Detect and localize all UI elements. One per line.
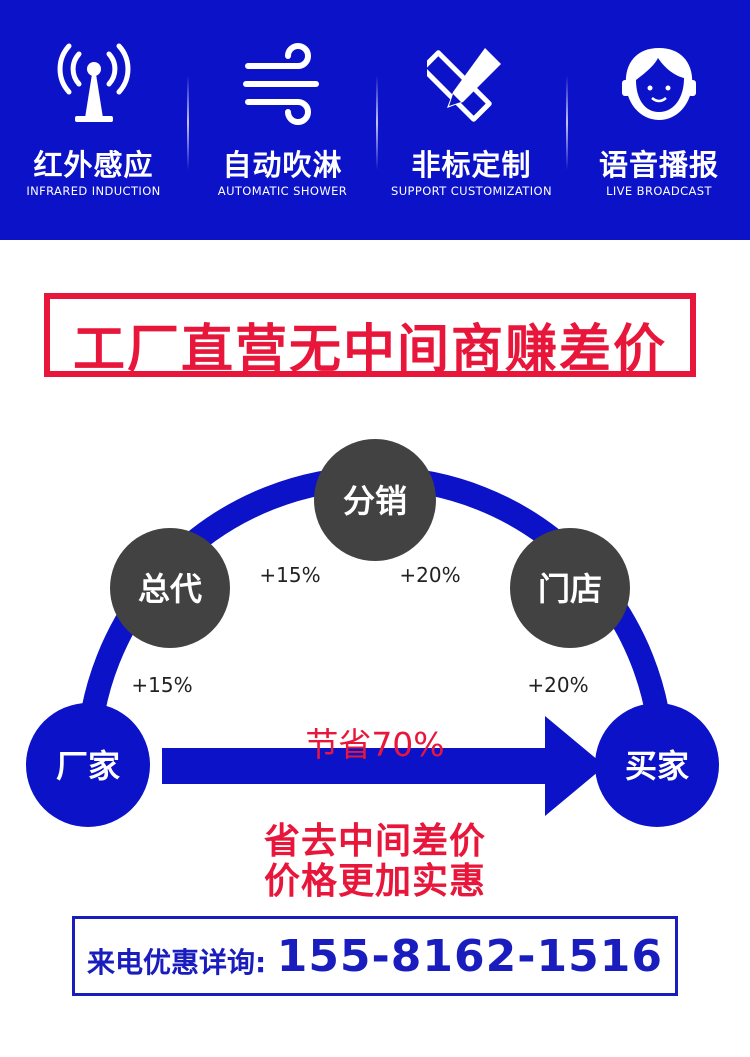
feature-subtitle: INFRARED INDUCTION: [26, 184, 161, 198]
feature-custom: 非标定制 SUPPORT CUSTOMIZATION: [378, 0, 565, 240]
node-buyer: [595, 703, 719, 827]
feature-subtitle: LIVE BROADCAST: [606, 184, 712, 198]
feature-title: 非标定制: [411, 148, 532, 182]
antenna-icon: [57, 43, 130, 122]
feature-infrared: 红外感应 INFRARED INDUCTION: [0, 0, 187, 240]
node-store-label: 门店: [538, 570, 602, 608]
pencil-ruler-icon: [426, 48, 501, 122]
feature-shower: 自动吹淋 AUTOMATIC SHOWER: [189, 0, 376, 240]
divider: [566, 75, 568, 170]
savings-arrow: [162, 716, 605, 816]
node-general-agent: [110, 528, 230, 648]
headline-text: 工厂直营无中间商赚差价: [72, 320, 667, 380]
markup-label: +15%: [131, 673, 192, 697]
feature-title: 红外感应: [33, 148, 154, 182]
node-general-agent-label: 总代: [138, 570, 202, 608]
divider: [376, 75, 378, 170]
markup-label: +15%: [259, 563, 320, 587]
feature-title: 自动吹淋: [222, 148, 343, 182]
savings-title: 节省70%: [305, 725, 445, 764]
feature-subtitle: SUPPORT CUSTOMIZATION: [391, 184, 552, 198]
markup-label: +20%: [399, 563, 460, 587]
savings-line-1: 省去中间差价: [263, 821, 486, 862]
contact-phone[interactable]: 155-8162-1516: [276, 931, 663, 982]
node-store: [510, 528, 630, 648]
feature-subtitle: AUTOMATIC SHOWER: [217, 184, 348, 198]
node-factory: [26, 703, 150, 827]
feature-band: 红外感应 INFRARED INDUCTION 自动吹淋 AUTOMATIC S…: [0, 0, 750, 240]
feature-title: 语音播报: [598, 148, 719, 182]
distribution-chain-diagram: 厂家 总代 分销 门店 买家 +15% +15% +20% +20%: [26, 439, 719, 827]
contact-label: 来电优惠详询:: [87, 946, 267, 979]
node-factory-label: 厂家: [56, 747, 120, 785]
markup-label: +20%: [527, 673, 588, 697]
divider: [187, 75, 189, 170]
savings-line-2: 价格更加实惠: [263, 861, 486, 902]
headline-box: 工厂直营无中间商赚差价: [44, 293, 696, 380]
node-distributor: [314, 439, 436, 561]
node-buyer-label: 买家: [625, 747, 689, 785]
contact-box: 来电优惠详询: 155-8162-1516: [72, 916, 678, 996]
node-distributor-label: 分销: [343, 482, 407, 520]
feature-broadcast: 语音播报 LIVE BROADCAST: [568, 0, 750, 240]
wind-icon: [242, 43, 319, 125]
headset-agent-icon: [622, 48, 696, 120]
